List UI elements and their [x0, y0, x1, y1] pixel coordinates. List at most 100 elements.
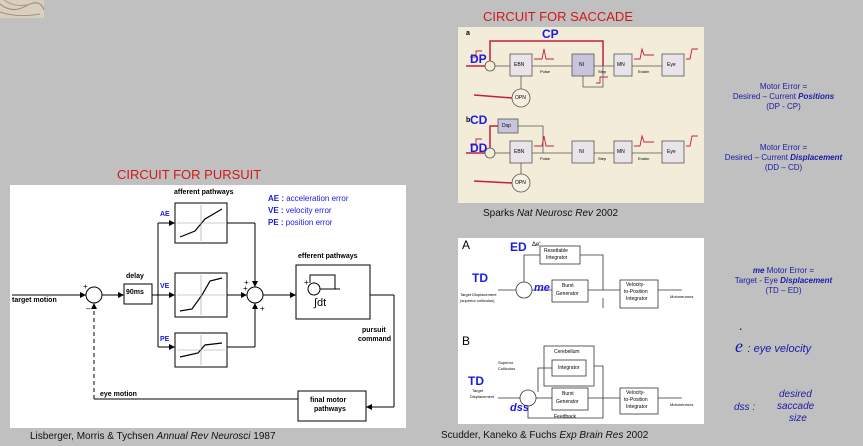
sparks-b-ni-text: NI: [579, 149, 584, 155]
scudder-b-burst-box: [551, 387, 589, 411]
scudder-b-vel-text-1: Velocity-: [626, 390, 645, 396]
pursuit-diagram-panel: + – + + + + afferent pathways efferent p…: [10, 185, 406, 428]
scudder-caption-journal: Exp Brain Res: [559, 430, 624, 441]
sum1-plus-sign: +: [83, 282, 88, 291]
sparks-b-enaim-text: Enaim: [638, 156, 650, 161]
sparks-b-eye-trace: [686, 135, 698, 147]
note2-line3: (DD – CD): [764, 163, 803, 172]
pursuit-command-label-1: pursuit: [362, 327, 386, 334]
sparks-a-mn-box: [613, 53, 633, 77]
sparks-cd-feedback: [489, 125, 498, 148]
sum2-plus-top: +: [244, 278, 249, 287]
arrow-ve-to-sum2: [241, 292, 247, 298]
target-motion-label: target motion: [12, 297, 57, 304]
pursuit-legend: AE : acceleration error VE : velocity er…: [268, 193, 348, 229]
note2-line2: Desired – Current Displacement: [704, 153, 863, 163]
note2-line2-emph: Displacement: [790, 153, 843, 162]
sparks-a-eye-trace: [686, 48, 698, 60]
scudder-label-b: B: [462, 334, 471, 348]
arrow-to-ve: [169, 292, 175, 298]
note1-line3: (DP - CP): [766, 102, 801, 111]
sparks-b-input-trace: [470, 138, 482, 146]
corner-image-stroke-3: [0, 11, 41, 17]
scudder-resettable-text-1: Resettable: [544, 248, 568, 254]
sparks-cp-label: CP: [542, 27, 559, 41]
sparks-b-pulse-trace: [534, 135, 554, 147]
arrow-to-sum1: [80, 292, 86, 298]
sparks-a-opn-input: [473, 94, 513, 99]
scudder-a-vel-text-2: to-Position: [624, 289, 648, 295]
final-motor-label-1: final motor: [310, 397, 347, 404]
efferent-sum-plus: +: [304, 278, 309, 287]
scudder-a-vel-text-1: Velocity-: [626, 282, 645, 288]
legend-row-ve: VE : velocity error: [268, 205, 348, 217]
arrow-pe-to-sum2: [252, 303, 258, 309]
corner-image-bg: [0, 0, 44, 18]
sparks-a-ebn-text: EBN: [514, 62, 525, 68]
scudder-target-disp-2: (superior colliculus): [460, 298, 495, 303]
sparks-a-enaim-text: Enaim: [638, 69, 650, 74]
scudder-b-cereb-out: [537, 367, 552, 392]
e-symbol: e: [735, 336, 743, 356]
sparks-a-pulse-trace: [534, 48, 554, 60]
sparks-b-mn-text: MN: [617, 149, 625, 155]
e-dot-symbol: ˙e: [735, 326, 748, 356]
scudder-a-reset-feedback: [580, 254, 604, 290]
sparks-a-step-line: [582, 66, 604, 88]
pursuit-diagram: + – + + + +: [12, 202, 395, 422]
scudder-b-cereb-in: [594, 365, 604, 398]
scudder-a-vel-box: [619, 279, 659, 309]
scudder-dss-label: dss: [510, 402, 529, 414]
afferent-pathways-label: afferent pathways: [174, 189, 234, 196]
note3-line3: (TD – ED): [765, 286, 802, 295]
sum2-plus-bottom: +: [260, 304, 265, 313]
scudder-b-vel-box: [619, 387, 659, 415]
final-motor-label-2: pathways: [314, 406, 346, 413]
legend-abbr-pe: PE: [268, 218, 279, 227]
dss-desc-1: desired: [779, 389, 812, 400]
note3-line1: me Motor Error =: [704, 266, 863, 276]
scudder-caption-year: 2002: [623, 430, 649, 441]
sparks-b-opn-text: OPN: [515, 180, 526, 186]
scudder-ed-label: ED: [510, 240, 527, 254]
scudder-caption-authors: Scudder, Kaneko & Fuchs: [441, 430, 560, 441]
sparks-b-eye-text: Eye: [667, 149, 676, 155]
legend-text-ae: acceleration error: [286, 194, 349, 203]
scudder-a-sum: [515, 281, 533, 299]
scudder-label-a: A: [462, 238, 471, 252]
ae-label: AE: [160, 211, 170, 218]
efferent-pathways-label: efferent pathways: [298, 253, 358, 260]
note2-line2-plain: Desired – Current: [724, 153, 791, 162]
pe-label: PE: [160, 336, 170, 343]
pursuit-caption-year: 1987: [250, 431, 276, 442]
scudder-a-burst-box: [551, 279, 589, 303]
scudder-b-motoneurons: Motoneurons: [670, 402, 694, 407]
corner-image-stroke-1: [0, 2, 45, 11]
sparks-b-pulse-text: Pulse: [540, 156, 551, 161]
note3-line2-emph: Displacement: [780, 276, 833, 285]
note1-line1: Motor Error =: [759, 82, 808, 91]
efferent-feedback-line: [309, 274, 336, 289]
note3-line1-rest: Motor Error =: [764, 266, 815, 275]
corner-image-fragment: [0, 0, 45, 18]
e-dot-label: : eye velocity: [747, 343, 812, 355]
note-motor-error-td-ed: me Motor Error = Target - Eye Displaceme…: [704, 266, 863, 296]
pursuit-sum-2: [246, 286, 264, 304]
arrow-feedback-to-sum1: [91, 303, 97, 309]
final-motor-box: [297, 390, 367, 422]
sparks-a-mn-text: MN: [617, 62, 625, 68]
sparks-label-a: a: [466, 30, 470, 37]
scudder-b-vel-text-3: Integrator: [626, 404, 648, 410]
sparks-b-dsp-text: Dsp: [502, 123, 511, 129]
sparks-b-step-text: Step: [598, 156, 607, 161]
scudder-a-vel-text-3: Integrator: [626, 296, 648, 302]
ve-label: VE: [160, 283, 170, 290]
sparks-b-ni-box: [571, 140, 595, 164]
scudder-caption: Scudder, Kaneko & Fuchs Exp Brain Res 20…: [441, 430, 648, 441]
scudder-resettable-text-2: Integrator: [546, 255, 568, 261]
scudder-target-2: Displacement: [470, 394, 495, 399]
scudder-integrator-text: Integrator: [558, 365, 580, 371]
sparks-a-eye-text: Eye: [667, 62, 676, 68]
sparks-diagram-panel: a b CP DP CD DD EBN NI MN Eye OPN Dsp EB…: [458, 27, 704, 203]
sparks-b-ebn-text: EBN: [514, 149, 525, 155]
